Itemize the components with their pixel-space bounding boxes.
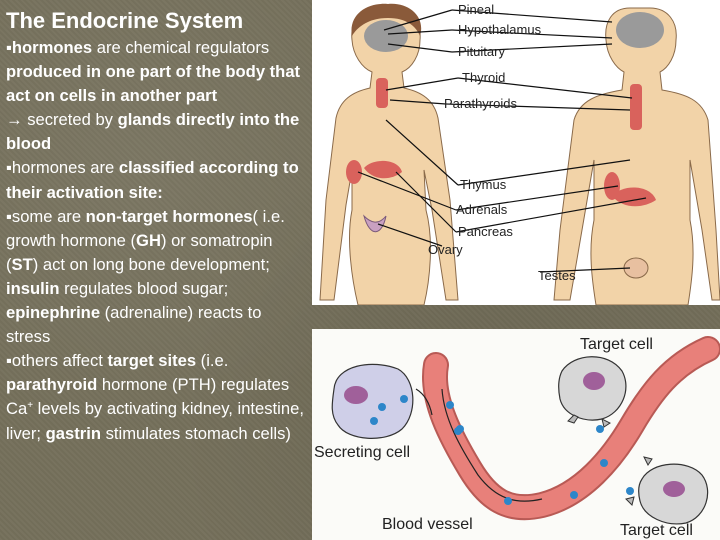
anatomy-illustration: Pineal Hypothalamus Pituitary Thyroid Pa…: [319, 2, 720, 305]
slide-text-column: The Endocrine System ▪hormones are chemi…: [6, 6, 306, 446]
label-pineal: Pineal: [458, 2, 494, 17]
hormone-transport-figure: Target cell Secreting cell Blood vessel …: [312, 329, 720, 540]
male-adrenal: [604, 172, 620, 200]
male-figure: [553, 7, 720, 305]
hormone-dot: [504, 497, 512, 505]
hormone-dot: [446, 401, 454, 409]
bullet-icon: ▪: [6, 38, 12, 57]
bullet-icon: ▪: [6, 158, 12, 178]
hormone-dot: [370, 417, 378, 425]
classified-emphasis: classified according to their activation…: [6, 158, 299, 202]
label-target-cell-top: Target cell: [580, 336, 653, 353]
hormone-dot: [570, 491, 578, 499]
paragraph-classified: ▪hormones are classified according to th…: [6, 158, 299, 202]
paragraph-target-sites: ▪others affect target sites (i.e. parath…: [6, 351, 304, 443]
male-thyroid: [630, 84, 642, 130]
bullet-icon: ▪: [6, 206, 12, 226]
receptor-icon: [625, 496, 635, 506]
label-thyroid: Thyroid: [462, 70, 505, 85]
hormone-dot: [400, 395, 408, 403]
secreting-cell: [331, 363, 414, 439]
target-cell-bottom-nucleus: [663, 481, 685, 497]
secreting-cell-nucleus: [344, 386, 368, 404]
male-brain: [616, 12, 664, 48]
bullet-icon: ▪: [6, 351, 12, 371]
arrow-icon: →: [6, 110, 23, 130]
hormone-dot: [378, 403, 386, 411]
label-adrenals: Adrenals: [456, 202, 508, 217]
blood-vessel: [424, 338, 719, 519]
female-hair: [351, 3, 422, 36]
hormone-dot: [454, 427, 462, 435]
hormone-dot: [596, 425, 604, 433]
label-parathyroids: Parathyroids: [444, 96, 517, 111]
female-figure: [319, 7, 459, 305]
label-ovary: Ovary: [428, 242, 463, 257]
female-ovary: [363, 214, 387, 233]
definition-emphasis: produced in one part of the body that ac…: [6, 62, 301, 106]
endocrine-anatomy-figure: Pineal Hypothalamus Pituitary Thyroid Pa…: [312, 0, 720, 305]
paragraph-non-target: ▪some are non-target hormones( i.e. grow…: [6, 206, 285, 347]
target-cell-top-nucleus: [583, 372, 605, 390]
label-target-cell-bottom: Target cell: [620, 522, 693, 539]
label-pancreas: Pancreas: [458, 224, 513, 239]
label-thymus: Thymus: [460, 177, 507, 192]
hormone-dot: [600, 459, 608, 467]
flow-arrow: [441, 388, 543, 502]
secretion-arrow: [415, 388, 433, 416]
female-brain: [364, 20, 408, 52]
hormone-dot: [626, 487, 634, 495]
female-adrenal: [346, 160, 362, 184]
paragraph-hormones-definition: ▪hormones are chemical regulators produc…: [6, 38, 301, 106]
term-hormones: hormones: [11, 38, 93, 57]
leader-lines: [357, 9, 647, 273]
receptor-icon: [643, 456, 653, 466]
paragraph-secreted: → secreted by glands directly into the b…: [6, 110, 300, 154]
receptor-icon: [601, 418, 611, 428]
female-pancreas: [364, 160, 402, 179]
label-testes: Testes: [538, 268, 576, 283]
label-secreting-cell: Secreting cell: [314, 444, 410, 461]
hormone-transport-illustration: Target cell Secreting cell Blood vessel …: [314, 336, 720, 539]
label-blood-vessel: Blood vessel: [382, 516, 473, 533]
female-thyroid: [376, 78, 388, 108]
slide-title: The Endocrine System: [6, 8, 244, 33]
label-hypothalamus: Hypothalamus: [458, 22, 542, 37]
glands-emphasis: glands directly into the blood: [6, 110, 300, 154]
label-pituitary: Pituitary: [458, 44, 505, 59]
receptor-icon: [567, 414, 579, 424]
